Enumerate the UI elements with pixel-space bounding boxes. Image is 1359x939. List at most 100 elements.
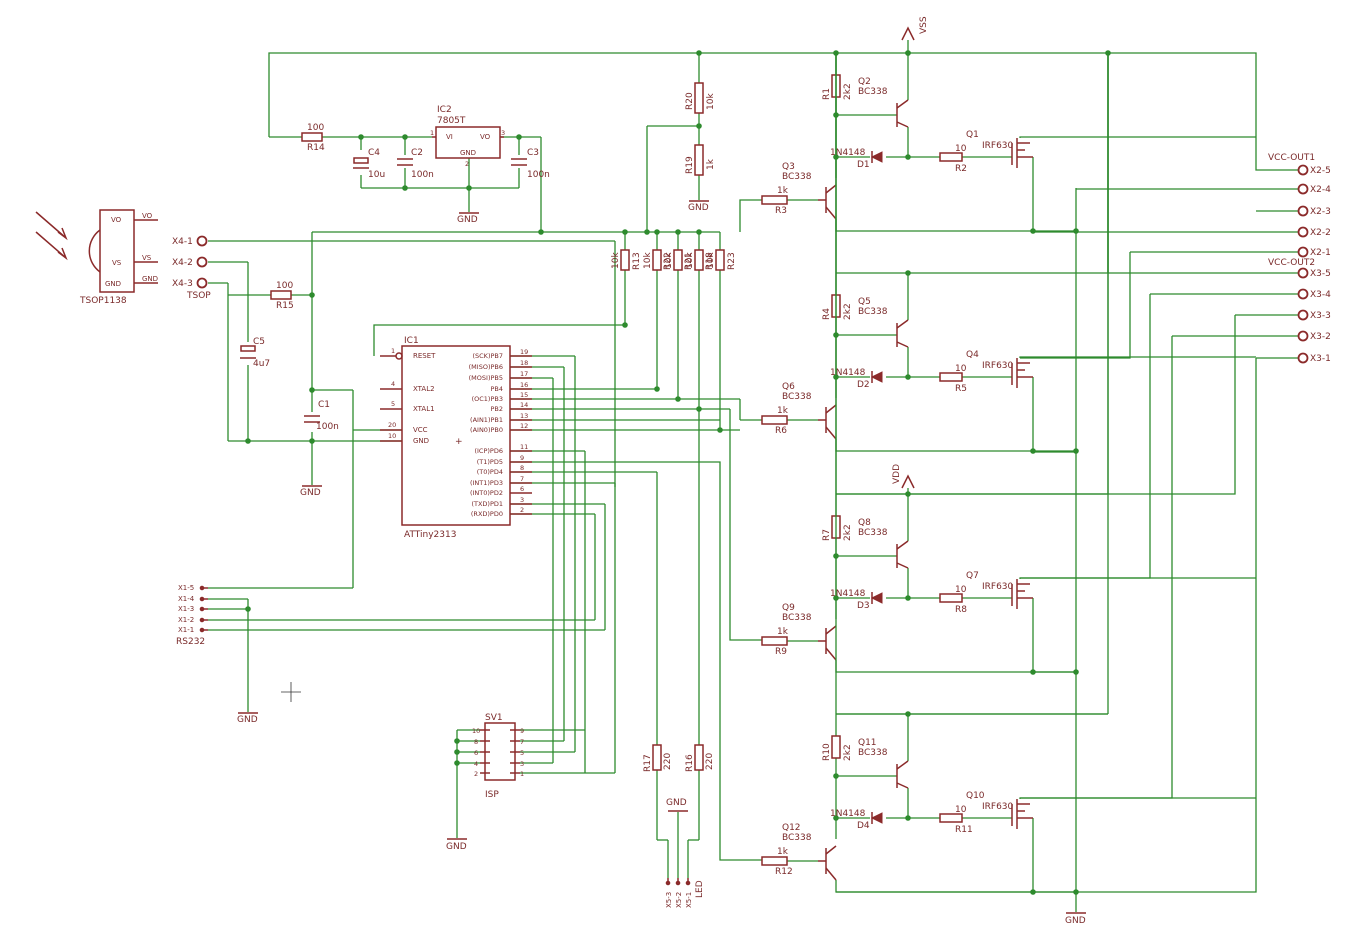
reg-pin3: 3 xyxy=(501,129,505,137)
bjt-q2-part: BC338 xyxy=(858,87,888,97)
rs232-label: RS232 xyxy=(176,637,205,647)
c5-value: 4u7 xyxy=(253,359,270,369)
bjt-lead xyxy=(825,647,837,661)
resistor-r18: 10k R18 xyxy=(685,249,715,271)
sv1-pin-4: 4 xyxy=(474,760,478,768)
connector-wire xyxy=(1020,252,1131,359)
channel-wire xyxy=(1019,577,1256,579)
mcu-right-pin-num: 12 xyxy=(520,422,528,430)
resistor-r3-name: R3 xyxy=(775,206,787,216)
bjt-lead xyxy=(896,540,909,550)
tsop-net-vo: VO xyxy=(142,212,153,220)
resistor-r9-value: 1k xyxy=(777,627,789,637)
resistor-r10-value: 2k2 xyxy=(843,744,853,761)
channel-junction xyxy=(1030,669,1036,675)
mcu-pin-xtal2: XTAL2 xyxy=(413,385,435,393)
mcu-right-pin-name: (AIN1)PB1 xyxy=(470,416,503,424)
bjt-q5-name: Q5 xyxy=(858,297,871,307)
mcu-ic1: IC1 ATTiny2313 RESET XTAL2 XTAL1 VCC GND… xyxy=(380,336,532,540)
tsop-pin-vs: VS xyxy=(112,259,122,267)
r22-value: 10k xyxy=(643,252,653,269)
mcu-right-pin-num: 14 xyxy=(520,401,528,409)
led-label: LED xyxy=(695,880,705,898)
reg-gnd: GND xyxy=(460,149,476,157)
c2-value: 100n xyxy=(411,170,434,180)
resistor-r11-name: R11 xyxy=(955,825,973,835)
mcu-right-pin-name: (TXD)PD1 xyxy=(471,500,503,508)
mcu-pin-vcc-num: 20 xyxy=(388,421,396,429)
c2-name: C2 xyxy=(411,148,423,158)
mcu-name: IC1 xyxy=(404,336,419,346)
mosfet-q1-name: Q1 xyxy=(966,130,979,140)
resistor-r10 xyxy=(831,735,841,759)
sv1-pin-10: 10 xyxy=(472,727,480,735)
channel-junction xyxy=(1030,228,1036,234)
mosfet-q10-part: IRF630 xyxy=(982,802,1014,812)
diode-d1-name: D1 xyxy=(857,160,870,170)
resistor-r3-value: 1k xyxy=(777,186,789,196)
reg-pin2: 2 xyxy=(465,160,469,168)
gnd-main-label: GND xyxy=(1065,916,1086,926)
resistor-r6 xyxy=(761,415,788,425)
resistor-r2-name: R2 xyxy=(955,164,967,174)
resistor-r23: 10k R23 xyxy=(706,249,737,271)
resistor-r4-value: 2k2 xyxy=(843,303,853,320)
junctions xyxy=(245,50,1111,766)
resistor-r12-value: 1k xyxy=(777,847,789,857)
x1-3-label: X1-3 xyxy=(178,605,194,613)
connector-x3: VCC-OUT2 X3-5X3-4X3-3X3-2X3-1 xyxy=(1268,258,1331,364)
mcu-right-pin-num: 6 xyxy=(520,485,524,493)
mcu-right-pin-num: 19 xyxy=(520,348,528,356)
resistor-r8 xyxy=(939,593,963,603)
mcu-right-pin-num: 8 xyxy=(520,464,524,472)
r16-name: R16 xyxy=(685,754,695,772)
channel-junction xyxy=(1073,228,1079,234)
mcu-right-pin-name: (T1)PD5 xyxy=(477,458,503,466)
x5-3-label: X5-3 xyxy=(665,892,673,908)
resistor-r15: 100 R15 xyxy=(270,281,294,311)
mosfet-q10-name: Q10 xyxy=(966,791,985,801)
channel-junction xyxy=(905,270,911,276)
bjt-q9-name: Q9 xyxy=(782,603,795,613)
resistor-r20: R20 10k xyxy=(685,82,716,114)
channel-junction xyxy=(1030,448,1036,454)
mcu-right-pin-name: (ICP)PD6 xyxy=(474,447,503,455)
r18-value: 10k xyxy=(685,252,695,269)
connector-wire xyxy=(1020,336,1173,799)
pad-x2-5 xyxy=(1297,164,1309,176)
bjt-q11-name: Q11 xyxy=(858,738,877,748)
mcu-right-pin-name: (SCK)PB7 xyxy=(472,352,503,360)
tsop-receiver: VO VS GND VO VS GND TSOP1138 xyxy=(35,209,158,306)
resistor-r3 xyxy=(761,195,788,205)
diode-d3 xyxy=(870,592,883,604)
channel-junction xyxy=(905,711,911,717)
gnd-main: GND xyxy=(1065,912,1086,926)
bjt-lead xyxy=(896,341,909,348)
resistor-r8-name: R8 xyxy=(955,605,967,615)
ground-symbols: GND GND GND GND GND GND GND xyxy=(237,200,1086,926)
resistor-r2-value: 10 xyxy=(955,144,967,154)
mosfet-q7-name: Q7 xyxy=(966,571,979,581)
c3-name: C3 xyxy=(527,148,539,158)
c1-value: 100n xyxy=(316,422,339,432)
r13-value: 10k xyxy=(611,252,621,269)
gnd-rs232-label: GND xyxy=(237,715,258,725)
r21-name: R21 xyxy=(684,252,694,270)
mcu-right-pin-name: (INT1)PD3 xyxy=(470,479,503,487)
x4-3-label: X4-3 xyxy=(172,279,193,289)
vdd-label: VDD xyxy=(892,464,902,484)
r20-name: R20 xyxy=(685,92,695,110)
channel-wire xyxy=(835,660,1076,673)
x1-4-label: X1-4 xyxy=(178,595,195,603)
bjt-q5-part: BC338 xyxy=(858,307,888,317)
c1-name: C1 xyxy=(318,400,330,410)
connector-x2: VCC-OUT1 X2-5X2-4X2-3X2-2X2-1 xyxy=(1268,153,1331,258)
r21-value: 10k xyxy=(664,252,674,269)
mcu-right-pin-num: 16 xyxy=(520,381,528,389)
bjt-lead xyxy=(825,867,837,881)
mcu-right-pin-name: (AIN0)PB0 xyxy=(470,426,503,434)
sv1-pin-3: 3 xyxy=(520,760,524,768)
resistor-r11-value: 10 xyxy=(955,805,967,815)
bjt-lead xyxy=(896,782,909,789)
